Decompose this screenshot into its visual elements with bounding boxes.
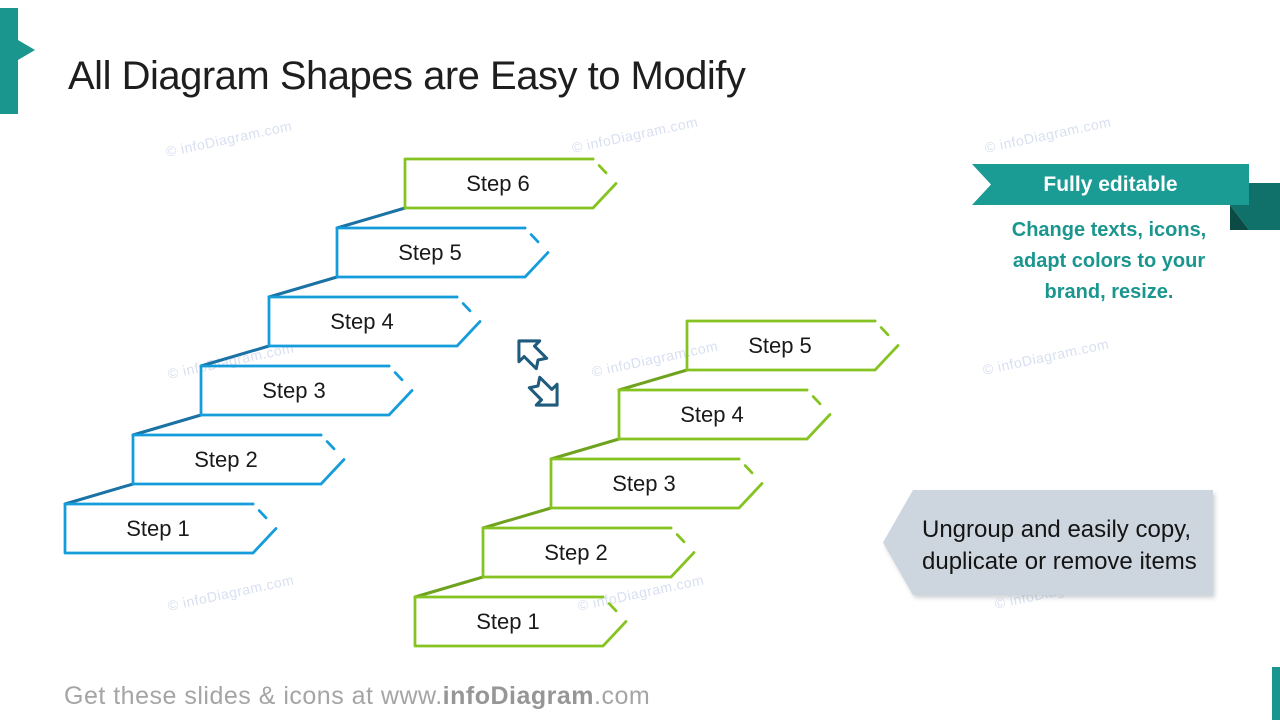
- right-step-shape[interactable]: [549, 457, 764, 510]
- step-label: Step 4: [680, 401, 744, 427]
- left-step-shape[interactable]: [63, 502, 278, 555]
- step-connector-line: [131, 413, 203, 437]
- step-label: Step 3: [262, 377, 326, 403]
- step-label: Step 2: [544, 539, 608, 565]
- ungroup-callout-text: Ungroup and easily copy, duplicate or re…: [922, 516, 1197, 575]
- footer-prefix: Get these slides & icons at www.: [64, 682, 443, 710]
- step-label: Step 3: [612, 470, 676, 496]
- arrow-up-left-icon: [517, 339, 549, 371]
- step-connector-line: [481, 506, 553, 530]
- step-label: Step 1: [126, 515, 190, 541]
- left-step-shape[interactable]: [335, 226, 550, 279]
- step-label: Step 5: [748, 332, 812, 358]
- ribbon-label: Fully editable: [1043, 172, 1178, 196]
- swap-resize-arrows-icon[interactable]: [509, 334, 567, 412]
- ribbon-banner: [972, 164, 1249, 205]
- step-label: Step 6: [466, 170, 530, 196]
- arrow-down-right-icon: [527, 375, 559, 407]
- footer-brand: infoDiagram: [442, 682, 595, 710]
- title-accent-chevron-icon: [18, 40, 35, 60]
- step-connector-line: [617, 368, 689, 392]
- step-label: Step 2: [194, 446, 258, 472]
- right-step-shape[interactable]: [413, 595, 628, 648]
- ribbon-description: Change texts, icons, adapt colors to you…: [1011, 219, 1207, 303]
- page-title: All Diagram Shapes are Easy to Modify: [68, 53, 746, 98]
- right-step-shape[interactable]: [481, 526, 696, 579]
- left-step-shape[interactable]: [403, 157, 618, 210]
- left-step-shape[interactable]: [131, 433, 346, 486]
- step-connector-line: [63, 482, 135, 506]
- left-step-shape[interactable]: [267, 295, 482, 348]
- step-label: Step 4: [330, 308, 394, 334]
- corner-accent-bar: [1272, 667, 1280, 720]
- ungroup-callout-shape: [883, 490, 1213, 595]
- step-label: Step 1: [476, 608, 540, 634]
- step-label: Step 5: [398, 239, 462, 265]
- right-step-shape[interactable]: [685, 319, 900, 372]
- step-connector-line: [267, 275, 339, 299]
- step-connector-line: [413, 575, 485, 599]
- step-connector-line: [549, 437, 621, 461]
- left-step-shape[interactable]: [199, 364, 414, 417]
- step-connector-line: [199, 344, 271, 368]
- ungroup-callout[interactable]: [875, 483, 1220, 601]
- step-connector-line: [335, 206, 407, 230]
- fully-editable-ribbon[interactable]: [960, 150, 1280, 240]
- footer-suffix: .com: [594, 682, 651, 710]
- ribbon-fold-back: [1249, 183, 1280, 230]
- ribbon-fold-shadow: [1230, 205, 1249, 230]
- footer: Get these slides & icons at www.infoDiag…: [64, 682, 650, 711]
- right-step-shape[interactable]: [617, 388, 832, 441]
- title-accent-bar: [0, 8, 18, 114]
